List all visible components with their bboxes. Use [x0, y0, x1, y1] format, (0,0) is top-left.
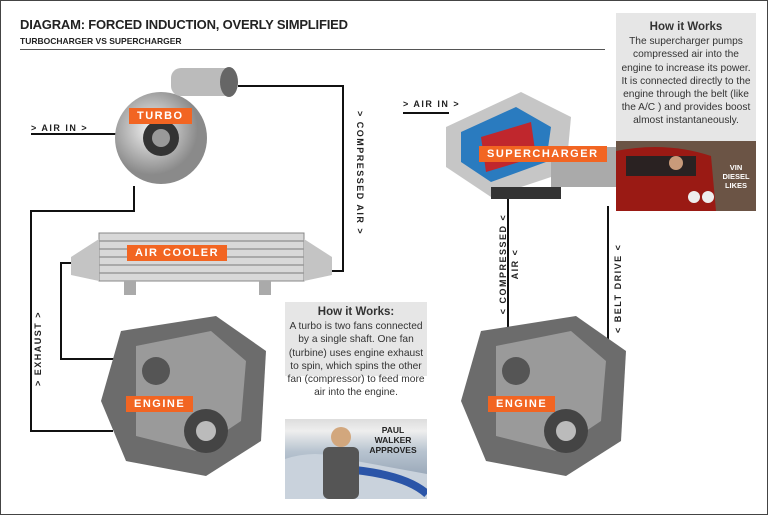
engine-label-supercharger: ENGINE [488, 396, 556, 412]
compressed-air-label: > COMPRESSED AIR > [355, 111, 365, 236]
engine-label-turbo: ENGINE [126, 396, 194, 412]
turbocharger-image [111, 63, 241, 188]
paul-walker-photo: PAUL WALKER APPROVES [285, 419, 427, 499]
turbo-info-heading: How it Works: [317, 306, 395, 318]
air-cooler-label: AIR COOLER [127, 245, 228, 261]
paul-walker-caption: PAUL WALKER APPROVES [369, 425, 417, 455]
cooler-to-engine-line [60, 262, 126, 360]
header-divider [20, 49, 605, 50]
exhaust-line [30, 186, 135, 432]
turbo-info-box: How it Works: A turbo is two fans connec… [285, 302, 427, 398]
vin-diesel-caption: VIN DIESEL LIKES [722, 163, 750, 190]
super-air-in-label: > AIR IN > [403, 99, 461, 109]
supercharger-image [441, 87, 626, 207]
turbo-info-body: A turbo is two fans connected by a singl… [287, 321, 425, 399]
exhaust-label: > EXHAUST > [33, 310, 43, 386]
page-subtitle: TURBOCHARGER VS SUPERCHARGER [20, 36, 182, 46]
supercharger-info-body: The supercharger pumps compressed air in… [621, 36, 751, 127]
turbo-air-in-label: > AIR IN > [31, 123, 89, 133]
vin-diesel-photo: VIN DIESEL LIKES [616, 141, 756, 211]
air-cooler-image [69, 227, 334, 299]
compressed-air-line [238, 85, 344, 272]
supercharger-label: SUPERCHARGER [479, 146, 607, 162]
page-title: DIAGRAM: FORCED INDUCTION, OVERLY SIMPLI… [20, 17, 348, 32]
supercharger-info-heading: How it Works [649, 21, 723, 33]
turbo-label: TURBO [129, 108, 192, 124]
supercharger-info-box: How it Works The supercharger pumps comp… [616, 13, 756, 141]
super-compressed-air-label: < COMPRESSED < AIR < [498, 213, 520, 315]
